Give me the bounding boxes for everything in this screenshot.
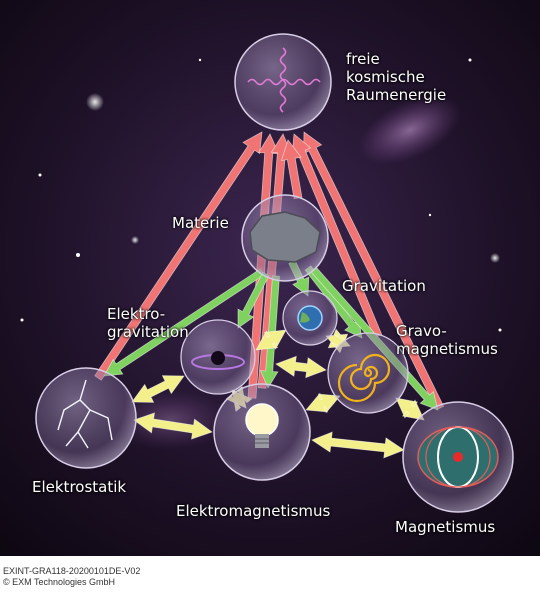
node-elektrogravitation	[180, 319, 256, 395]
footer-document-id: EXINT-GRA118-20200101DE-V02	[3, 566, 141, 576]
label-elektrogravitation: Elektro- gravitation	[107, 305, 189, 341]
wave-cross-icon	[247, 47, 321, 113]
spiral-icon	[337, 353, 391, 403]
label-materie: Materie	[172, 214, 229, 232]
magnetic-field-icon	[417, 426, 499, 488]
yellow-arrow-elektrostatik-elektromagnetismus	[133, 412, 213, 440]
footer-copyright: © EXM Technologies GmbH	[3, 577, 116, 587]
green-arrow-materie-elektrogravitation	[237, 271, 270, 329]
label-gravomagnetismus-line-2: magnetismus	[396, 340, 498, 358]
node-gravomagnetismus	[327, 332, 409, 414]
label-magnetismus: Magnetismus	[395, 518, 496, 536]
yellow-arrow-elektrostatik-elektrogravitation	[131, 375, 185, 403]
red-arrow-elektrostatik-raumenergie	[94, 131, 263, 381]
rock-icon	[249, 211, 321, 263]
label-gravitation: Gravitation	[342, 277, 426, 295]
label-elektrostatik: Elektrostatik	[32, 478, 127, 496]
yellow-arrows	[131, 328, 425, 459]
label-elektrogravitation-line-1: Elektro-	[107, 305, 166, 323]
label-raumenergie-line-1: freie	[346, 50, 380, 68]
force-diagram	[0, 0, 540, 556]
label-gravomagnetismus: Gravo- magnetismus	[396, 322, 498, 358]
red-arrow-materie-raumenergie	[280, 139, 303, 200]
label-gravomagnetismus-line-1: Gravo-	[396, 322, 447, 340]
black-hole-icon	[191, 351, 245, 370]
label-raumenergie: freie kosmische Raumenergie	[346, 50, 446, 104]
green-arrow-materie-elektrostatik	[103, 268, 265, 377]
node-gravitation	[282, 290, 338, 346]
footer: EXINT-GRA118-20200101DE-V02 © EXM Techno…	[3, 566, 140, 588]
node-elektromagnetismus	[213, 383, 311, 481]
label-raumenergie-line-2: kosmische	[346, 68, 425, 86]
node-elektrostatik	[35, 367, 137, 469]
label-elektromagnetismus: Elektromagnetismus	[176, 502, 331, 520]
lightning-icon	[57, 379, 113, 449]
red-arrow-gravomagnetismus-raumenergie	[291, 133, 383, 339]
yellow-arrow-elektrogravitation-gravomagnetismus	[275, 355, 327, 379]
planet-icon	[297, 305, 323, 331]
node-raumenergie	[234, 33, 332, 131]
node-materie	[241, 194, 329, 282]
node-magnetismus	[402, 401, 514, 513]
label-elektrogravitation-line-2: gravitation	[107, 323, 189, 341]
light-bulb-icon	[245, 403, 279, 448]
label-raumenergie-line-3: Raumenergie	[346, 86, 447, 104]
